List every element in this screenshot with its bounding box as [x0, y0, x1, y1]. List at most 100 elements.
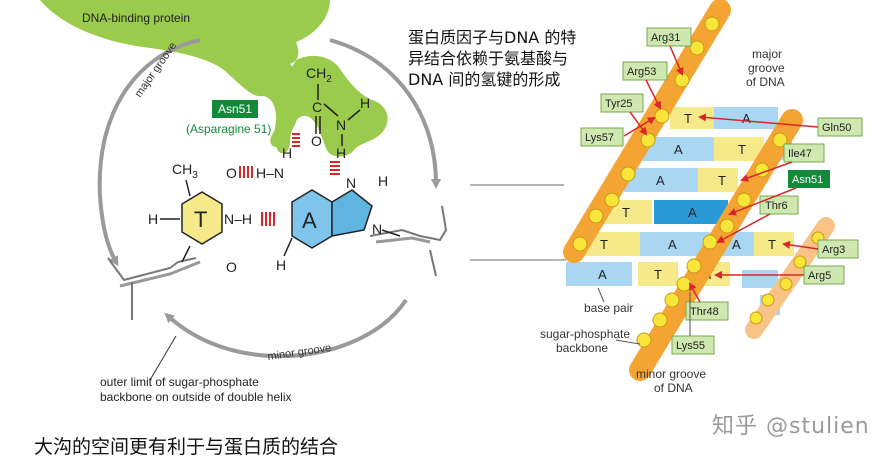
svg-text:Gln50: Gln50: [822, 122, 851, 134]
bond: [347, 109, 361, 121]
backbone-strand-left: [107, 257, 197, 282]
residue-label: Tyr25: [600, 93, 644, 113]
base-letter: A: [674, 142, 683, 157]
pointer-line: [597, 287, 605, 303]
chinese-note-line1: 蛋白质因子与DNA 的特: [408, 28, 577, 47]
asparagine-side-chain-shape: [275, 55, 388, 157]
amide-oxygen-label: O: [311, 133, 322, 149]
asn51-badge-label: Asn51: [218, 102, 252, 116]
residue-label: Lys57: [580, 127, 624, 147]
thymine-oxygen-top: O: [226, 165, 237, 181]
residue-label: Gln50: [817, 117, 863, 137]
base-letter: T: [738, 142, 746, 157]
bond: [283, 237, 293, 257]
svg-text:Arg3: Arg3: [822, 244, 845, 256]
svg-text:Thr6: Thr6: [765, 200, 788, 212]
residue-label: Arg53: [622, 61, 668, 81]
svg-text:Tyr25: Tyr25: [605, 98, 633, 110]
backbone-label-line2: backbone: [556, 341, 608, 355]
svg-text:Lys55: Lys55: [676, 340, 705, 352]
residue-label: Arg5: [803, 265, 845, 285]
bond: [381, 229, 401, 237]
caption: 大沟的空间更有利于与蛋白质的结合: [34, 436, 339, 458]
base-letter: T: [718, 173, 726, 188]
watermark: 知乎 @stulien: [712, 414, 870, 439]
minor-groove-label: minor groove: [267, 342, 332, 363]
base-letter: A: [688, 205, 697, 220]
chinese-note: 蛋白质因子与DNA 的特 异结合依赖于氨基酸与 DNA 间的氢键的形成: [408, 27, 618, 90]
bond: [185, 179, 191, 197]
minor-groove-arrow: [164, 298, 408, 359]
base-letter: A: [598, 267, 607, 282]
thymine-nh-label: N–H: [224, 211, 252, 227]
base-letter: T: [654, 267, 662, 282]
amide-nitrogen-label: N: [336, 117, 346, 133]
adenine-hydrogen-bottom: H: [276, 257, 286, 273]
major-groove-line2: groove: [748, 61, 785, 75]
adenine-nitrogen-right: N: [372, 221, 382, 237]
carbon-label: C: [312, 99, 322, 115]
major-groove-label: major groove: [133, 40, 180, 99]
adenine-nitrogen-top: N: [346, 175, 356, 191]
chinese-note-line2: 异结合依赖于氨基酸与: [408, 49, 569, 68]
base-letter: A: [668, 237, 677, 252]
hn-label: H–N: [256, 165, 284, 181]
backbone-strand-left-inner: [119, 260, 201, 288]
protein-label: DNA-binding protein: [82, 11, 190, 25]
adenine-letter: A: [302, 208, 317, 233]
minor-groove-line1: minor groove: [636, 367, 706, 381]
residue-contact-arrows: [623, 45, 819, 303]
hydrogen-left-label: H: [282, 145, 292, 161]
backbone-strand-right: [369, 205, 448, 242]
residue-label-highlight: Asn51: [788, 170, 830, 188]
backbone-note-line1: outer limit of sugar-phosphate: [100, 375, 259, 389]
asn51-badge: [212, 100, 258, 118]
backbone-strand-back: [745, 217, 835, 339]
bond: [323, 103, 339, 117]
svg-text:Ile47: Ile47: [788, 148, 812, 160]
minor-groove-line2: of DNA: [654, 381, 693, 395]
major-groove-arrow-right: [329, 38, 441, 189]
backbone-strand-right-inner: [375, 236, 431, 244]
amide-hydrogen-right: H: [360, 95, 370, 111]
adenine-five-ring: [331, 189, 373, 237]
hydrogen-bond-hatch: [239, 133, 340, 226]
thymine-hydrogen-left: H: [148, 211, 158, 227]
major-groove-line1: major: [752, 47, 782, 61]
chinese-note-line3: DNA 间的氢键的形成: [408, 70, 561, 89]
pointer-line: [615, 339, 641, 345]
backbone-label-line1: sugar-phosphate: [540, 327, 630, 341]
thymine-ring: [181, 191, 223, 245]
dna-binding-protein-shape: [40, 0, 330, 148]
asparagine-label: (Asparagine 51): [186, 122, 271, 136]
base-letter: T: [622, 205, 630, 220]
residue-label: Thr6: [759, 195, 799, 215]
base-letter: A: [742, 111, 751, 126]
residue-label: Ile47: [783, 143, 825, 163]
thymine-oxygen-bottom: O: [226, 259, 237, 275]
residue-label: Arg31: [646, 27, 692, 47]
backbone-tick: [429, 249, 437, 277]
backbone-note-line2: backbone on outside of double helix: [100, 390, 291, 404]
adenine-hydrogen-top: H: [378, 173, 388, 189]
major-groove-arrow-left: [97, 38, 201, 267]
phosphate-dots: [572, 16, 825, 348]
residue-label: Arg3: [817, 239, 859, 259]
svg-text:Arg53: Arg53: [627, 66, 656, 78]
methyl-label: CH3: [172, 161, 198, 181]
svg-text:Lys57: Lys57: [585, 132, 614, 144]
residue-label: Lys55: [671, 335, 715, 355]
base-pair-label: base pair: [584, 301, 633, 315]
major-groove-line3: of DNA: [746, 75, 785, 89]
base-letter: T: [768, 237, 776, 252]
base-letter: T: [600, 237, 608, 252]
amide-hydrogen-bottom: H: [336, 145, 346, 161]
note-pointer: [149, 335, 177, 381]
svg-text:Arg31: Arg31: [651, 32, 680, 44]
ch2-label: CH2: [306, 65, 332, 85]
residue-label: Thr48: [685, 301, 729, 321]
base-letter: A: [732, 237, 741, 252]
bond: [181, 245, 191, 263]
